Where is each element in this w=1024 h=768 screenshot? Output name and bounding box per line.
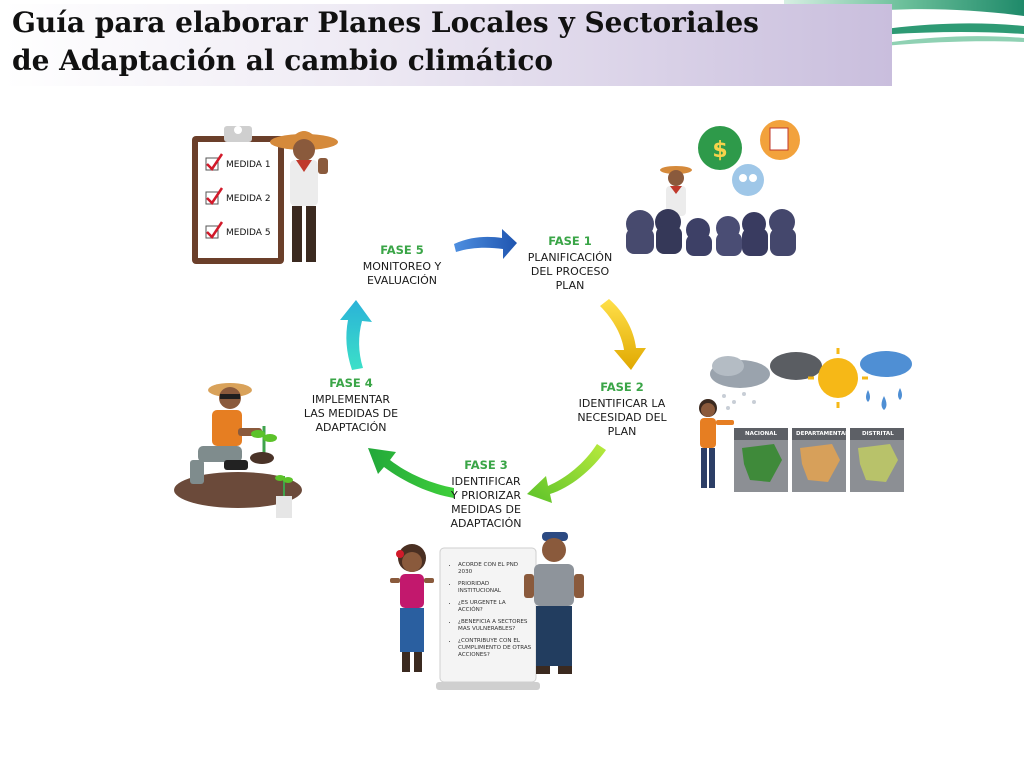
checklist-item-3: MEDIDA 5	[226, 228, 271, 238]
prioritization-illustration	[390, 532, 584, 690]
arrow-fase2-to-fase3	[527, 444, 606, 503]
arrow-fase1-to-fase2	[600, 299, 646, 370]
title-line-2: de Adaptación al cambio climático	[12, 44, 554, 77]
title-banner	[4, 4, 892, 86]
phase-5: FASE 5 MONITOREO Y EVALUACIÓN	[344, 243, 460, 288]
phase-2: FASE 2 IDENTIFICAR LA NECESIDAD DEL PLAN	[564, 380, 680, 439]
implementation-illustration	[174, 383, 302, 518]
planning-meeting-illustration: $	[626, 120, 800, 256]
phase-5-text: MONITOREO Y EVALUACIÓN	[362, 260, 442, 287]
arrow-fase4-to-fase5	[340, 300, 372, 370]
phase-1-label: FASE 1	[548, 234, 592, 248]
sign-label-distrital: DISTRITAL	[862, 431, 894, 437]
phase-4: FASE 4 IMPLEMENTAR LAS MEDIDAS DE ADAPTA…	[292, 376, 410, 435]
checklist-item-2: MEDIDA 2	[226, 194, 271, 204]
checklist-item-1: MEDIDA 1	[226, 160, 271, 170]
svg-text:$: $	[712, 138, 727, 163]
arrow-fase3-to-fase4	[368, 448, 454, 498]
checklist-illustration	[192, 126, 338, 264]
priority-item-3: ¿ES URGENTE LA ACCIÓN?	[458, 600, 532, 614]
phase-2-label: FASE 2	[600, 380, 644, 394]
phase-4-label: FASE 4	[329, 376, 373, 390]
sign-label-departamental: DEPARTAMENTAL	[796, 431, 849, 437]
priority-item-2: PRIORIDAD INSTITUCIONAL	[458, 581, 532, 595]
sign-label-nacional: NACIONAL	[745, 431, 777, 437]
phase-1: FASE 1 PLANIFICACIÓN DEL PROCESO PLAN	[512, 234, 628, 293]
phase-3-label: FASE 3	[464, 458, 508, 472]
slide-title: Guía para elaborar Planes Locales y Sect…	[12, 4, 882, 80]
climate-need-illustration	[699, 348, 912, 492]
phase-2-text: IDENTIFICAR LA NECESIDAD DEL PLAN	[577, 397, 667, 438]
phase-3: FASE 3 IDENTIFICAR Y PRIORIZAR MEDIDAS D…	[430, 458, 542, 531]
priority-item-4: ¿BENEFICIA A SECTORES MAS VULNERABLES?	[458, 619, 532, 633]
phase-5-label: FASE 5	[380, 243, 424, 257]
priority-item-1: ACORDE CON EL PND 2030	[458, 562, 532, 576]
priority-item-5: ¿CONTRIBUYE CON EL CUMPLIMIENTO DE OTRAS…	[458, 638, 532, 659]
phase-3-text: IDENTIFICAR Y PRIORIZAR MEDIDAS DE ADAPT…	[450, 475, 522, 530]
arrow-fase5-to-fase1	[454, 229, 517, 259]
phase-4-text: IMPLEMENTAR LAS MEDIDAS DE ADAPTACIÓN	[303, 393, 399, 434]
priority-checklist: ACORDE CON EL PND 2030 PRIORIDAD INSTITU…	[452, 562, 532, 664]
phase-1-text: PLANIFICACIÓN DEL PROCESO PLAN	[527, 251, 613, 292]
title-line-1: Guía para elaborar Planes Locales y Sect…	[12, 6, 759, 39]
